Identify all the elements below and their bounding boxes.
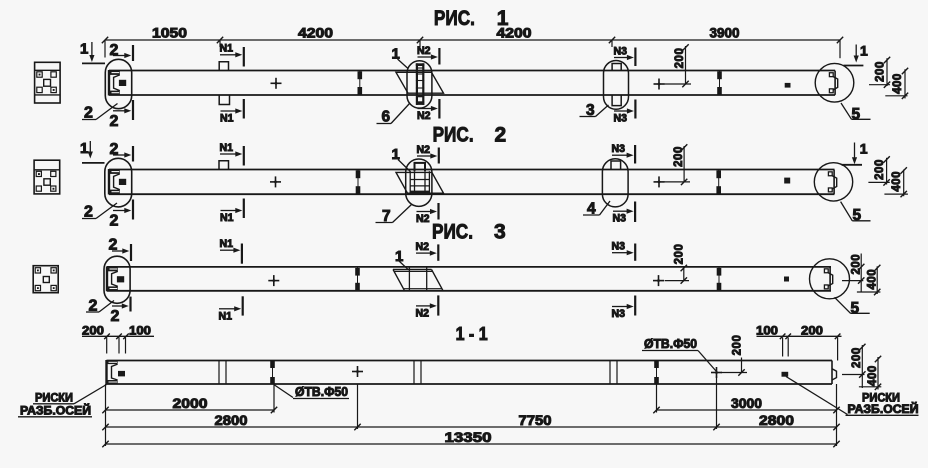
- svg-text:N3: N3: [612, 241, 626, 253]
- svg-text:5: 5: [851, 300, 860, 317]
- svg-text:1 - 1: 1 - 1: [456, 324, 488, 344]
- svg-text:4200: 4200: [497, 26, 532, 41]
- svg-text:ØТВ.Ф50: ØТВ.Ф50: [644, 337, 697, 351]
- svg-text:РАЗБ.ОСЕЙ: РАЗБ.ОСЕЙ: [848, 403, 919, 416]
- svg-text:N1: N1: [220, 43, 234, 55]
- svg-text:N2: N2: [417, 144, 431, 156]
- svg-text:N2: N2: [417, 110, 431, 122]
- svg-text:4200: 4200: [298, 26, 333, 41]
- svg-text:200: 200: [850, 254, 862, 275]
- svg-text:7: 7: [382, 208, 391, 225]
- svg-text:100: 100: [756, 323, 778, 337]
- svg-text:2: 2: [110, 113, 119, 130]
- svg-text:1: 1: [860, 43, 868, 59]
- svg-text:400: 400: [892, 73, 904, 94]
- svg-text:1: 1: [392, 146, 400, 163]
- svg-text:7750: 7750: [519, 413, 552, 428]
- svg-text:200: 200: [673, 146, 685, 167]
- svg-text:N2: N2: [416, 307, 430, 319]
- svg-text:1: 1: [860, 141, 868, 157]
- svg-text:N3: N3: [613, 213, 627, 225]
- svg-text:13350: 13350: [445, 430, 492, 445]
- svg-text:N1: N1: [220, 212, 234, 224]
- svg-text:2: 2: [495, 124, 507, 147]
- svg-text:1: 1: [497, 7, 509, 30]
- svg-text:N3: N3: [614, 113, 628, 125]
- svg-text:N2: N2: [417, 45, 431, 57]
- svg-text:2: 2: [109, 237, 118, 254]
- svg-text:2: 2: [110, 213, 119, 230]
- svg-text:N1: N1: [219, 310, 233, 322]
- svg-text:2: 2: [89, 298, 98, 315]
- svg-text:РАЗБ.ОСЕЙ: РАЗБ.ОСЕЙ: [20, 405, 91, 418]
- svg-text:ØТВ.Ф50: ØТВ.Ф50: [295, 385, 348, 399]
- svg-text:400: 400: [867, 365, 879, 386]
- svg-text:РИСКИ: РИСКИ: [35, 393, 73, 405]
- svg-text:200: 200: [674, 48, 686, 69]
- svg-text:400: 400: [891, 171, 903, 192]
- svg-text:200: 200: [874, 159, 886, 180]
- svg-text:5: 5: [853, 207, 862, 224]
- svg-text:N2: N2: [416, 241, 430, 253]
- svg-text:6: 6: [382, 109, 391, 126]
- svg-text:N3: N3: [612, 143, 626, 155]
- svg-text:1050: 1050: [152, 26, 187, 41]
- svg-text:200: 200: [82, 323, 104, 337]
- svg-text:200: 200: [851, 347, 863, 368]
- svg-text:2800: 2800: [759, 413, 794, 428]
- svg-text:5: 5: [852, 106, 861, 123]
- svg-text:1: 1: [392, 46, 400, 63]
- svg-text:3: 3: [494, 221, 506, 244]
- svg-text:2: 2: [110, 42, 119, 59]
- svg-text:3: 3: [586, 102, 595, 119]
- svg-text:2000: 2000: [173, 396, 208, 411]
- svg-text:1: 1: [395, 248, 403, 265]
- svg-text:1: 1: [80, 41, 88, 58]
- svg-text:400: 400: [866, 269, 878, 290]
- svg-text:N3: N3: [612, 308, 626, 320]
- svg-text:РИС.: РИС.: [432, 221, 473, 244]
- svg-text:2: 2: [110, 141, 119, 158]
- svg-text:РИС.: РИС.: [434, 7, 475, 30]
- svg-text:N1: N1: [220, 113, 234, 125]
- svg-text:N2: N2: [416, 213, 430, 225]
- svg-text:100: 100: [129, 323, 151, 337]
- svg-text:РИС.: РИС.: [433, 124, 474, 147]
- svg-text:1: 1: [80, 140, 88, 157]
- svg-text:3000: 3000: [731, 396, 762, 411]
- svg-text:N3: N3: [614, 45, 628, 57]
- svg-text:4: 4: [587, 201, 596, 218]
- svg-text:2800: 2800: [215, 413, 248, 428]
- svg-text:N1: N1: [220, 238, 234, 250]
- svg-text:N1: N1: [220, 142, 234, 154]
- svg-text:2: 2: [84, 204, 93, 221]
- svg-text:200: 200: [674, 244, 686, 265]
- svg-text:2: 2: [84, 105, 93, 122]
- svg-text:200: 200: [874, 61, 886, 82]
- svg-text:РИСКИ: РИСКИ: [862, 393, 900, 405]
- svg-text:200: 200: [731, 335, 743, 356]
- svg-text:2: 2: [111, 308, 120, 325]
- svg-text:3900: 3900: [710, 26, 740, 41]
- svg-text:200: 200: [801, 323, 823, 337]
